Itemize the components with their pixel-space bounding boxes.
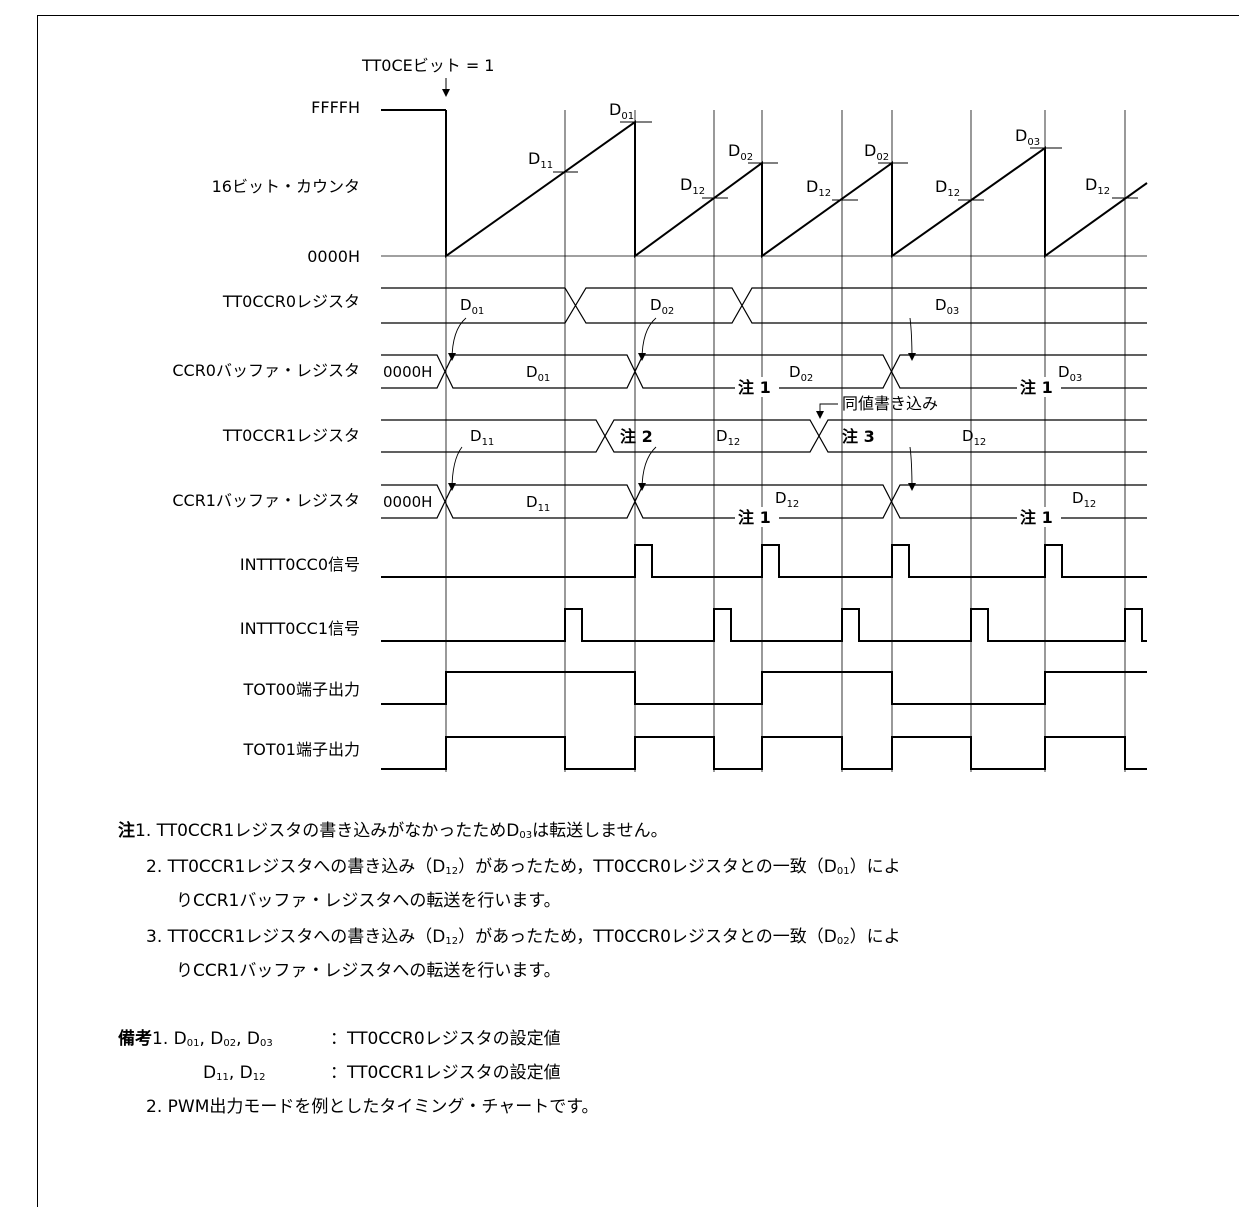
- ccr1-buf-note1-b: 注 1: [1020, 508, 1053, 527]
- note1-mask-c: [735, 507, 779, 527]
- row-label-tt0ccr0: TT0CCR0レジスタ: [222, 292, 360, 311]
- ccr1-note2: 注 2: [620, 427, 653, 446]
- trigger-label: TT0CEビット = 1: [361, 56, 495, 75]
- row-label-intt0cc0: INTTT0CC0信号: [240, 555, 360, 574]
- note-3-line2: りCCR1バッファ・レジスタへの転送を行います。: [176, 961, 561, 981]
- ccr0-buf-initial: 0000H: [383, 363, 432, 381]
- ccr1-buf-note1-a: 注 1: [738, 508, 771, 527]
- row-label-tot00: TOT00端子出力: [242, 680, 360, 699]
- callout-same-value: [816, 403, 838, 419]
- wave-intt0cc0: [381, 544, 1147, 578]
- row-label-tt0ccr1: TT0CCR1レジスタ: [222, 426, 360, 445]
- ccr1-buf-initial: 0000H: [383, 493, 432, 511]
- note1-mask-a: [735, 377, 779, 397]
- counter-top-label: FFFFH: [311, 98, 360, 117]
- remark-1b-desc: ：TT0CCR1レジスタの設定値: [330, 1063, 561, 1083]
- wave-tot00: [381, 671, 1147, 705]
- figure-frame: [37, 15, 1239, 1207]
- ccr0-buf-note1-a: 注 1: [738, 378, 771, 397]
- counter-sawtooth: [445, 110, 1148, 258]
- note-2: 2. TT0CCR1レジスタへの書き込み（D12）があったため，TT0CCR0レ…: [146, 857, 901, 877]
- wave-tot01: [381, 736, 1147, 770]
- remark-1-desc: ：TT0CCR0レジスタの設定値: [330, 1029, 561, 1049]
- bus-tt0ccr0: [381, 287, 1147, 324]
- note1-mask-b: [1017, 377, 1061, 397]
- counter-name: 16ビット・カウンタ: [212, 177, 360, 196]
- transfer-arrows-ccr0: [448, 317, 916, 361]
- timing-chart: TT0CEビット = 1 FFFFH 16ビット・カウンタ 0000H D01 …: [172, 56, 1148, 772]
- bus-tt0ccr1: [381, 419, 1147, 453]
- note-heading: 注: [118, 821, 135, 841]
- note-3: 3. TT0CCR1レジスタへの書き込み（D12）があったため，TT0CCR0レ…: [146, 927, 901, 947]
- ccr0-buf-note1-b: 注 1: [1020, 378, 1053, 397]
- counter-bottom-label: 0000H: [307, 247, 360, 266]
- bus-ccr0-buffer: [381, 354, 1147, 389]
- bus-ccr1-buffer: [381, 484, 1147, 519]
- note1-mask-d: [1017, 507, 1061, 527]
- match-ticks: [553, 121, 1138, 201]
- row-label-intt0cc1: INTTT0CC1信号: [240, 619, 360, 638]
- remark-1: 備考1. D01, D02, D03: [118, 1029, 273, 1049]
- row-label-ccr0-buffer: CCR0バッファ・レジスタ: [172, 361, 360, 380]
- ccr1-note3: 注 3: [842, 427, 875, 446]
- vertical-guide-lines: [445, 110, 1126, 772]
- note-1: 注1. TT0CCR1レジスタの書き込みがなかったためD03は転送しません。: [118, 821, 668, 841]
- row-label-ccr1-buffer: CCR1バッファ・レジスタ: [172, 491, 360, 510]
- remark-heading: 備考: [118, 1029, 152, 1049]
- remark-2: 2. PWM出力モードを例としたタイミング・チャートです。: [146, 1097, 599, 1117]
- remark-1b: D11, D12: [203, 1063, 266, 1083]
- note-2-line2: りCCR1バッファ・レジスタへの転送を行います。: [176, 891, 561, 911]
- wave-intt0cc1: [381, 608, 1147, 642]
- row-label-tot01: TOT01端子出力: [242, 740, 360, 759]
- ccr1-callout: 同値書き込み: [842, 394, 938, 413]
